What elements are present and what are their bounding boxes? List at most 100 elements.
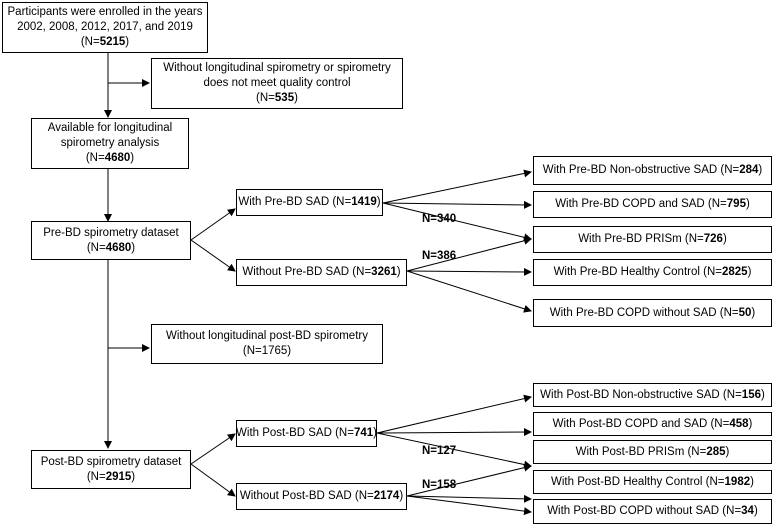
box-line-suffix: ) bbox=[131, 241, 136, 254]
box-post-dataset: Post-BD spirometry dataset (N=2915) bbox=[31, 450, 191, 489]
connector-postnosad-copd bbox=[406, 495, 532, 516]
connector-prenosad-healthy bbox=[406, 267, 532, 276]
label-post-prism-from-nosad: N=158 bbox=[422, 479, 457, 491]
box-pre-healthy-control: With Pre-BD Healthy Control (N=2825) bbox=[533, 259, 772, 286]
box-line-suffix: ) bbox=[758, 164, 763, 176]
box-line-text: With Post-BD PRISm (N= bbox=[575, 445, 707, 458]
box-pre-nonobstructive-sad: With Pre-BD Non-obstructive SAD (N=284) bbox=[533, 156, 772, 185]
box-line: Without longitudinal spirometry or spiro… bbox=[163, 61, 391, 76]
box-line: Available for longitudinal bbox=[48, 121, 172, 136]
box-line: With Post-BD SAD (N=741) bbox=[236, 426, 377, 441]
box-line: does not meet quality control bbox=[203, 76, 350, 91]
box-count: 2915 bbox=[105, 470, 132, 483]
box-line-text: With Post-BD COPD and SAD (N= bbox=[552, 417, 730, 430]
box-line: With Pre-BD COPD without SAD (N=50) bbox=[550, 306, 755, 321]
box-line-suffix: ) bbox=[130, 152, 135, 164]
box-line-suffix: ) bbox=[294, 92, 298, 104]
box-post-no-sad: Without Post-BD SAD (N=2174) bbox=[236, 483, 407, 510]
box-line: Without Pre-BD SAD (N=3261) bbox=[242, 265, 400, 280]
box-line-text: With Post-BD SAD (N= bbox=[236, 427, 354, 439]
box-line-text: With Pre-BD PRISm (N= bbox=[578, 233, 704, 245]
box-pre-dataset: Pre-BD spirometry dataset(N=4680) bbox=[31, 221, 191, 260]
box-line-text: (N= bbox=[256, 92, 275, 104]
box-line-suffix: ) bbox=[722, 233, 727, 245]
connector-postsad-copdsad bbox=[376, 428, 532, 437]
box-line: (N=2915) bbox=[87, 470, 135, 485]
box-post-prism: With Post-BD PRISm (N=285) bbox=[533, 440, 772, 464]
box-line-suffix: ) bbox=[745, 198, 750, 210]
box-line-suffix: ) bbox=[131, 470, 136, 483]
box-count: 795 bbox=[726, 198, 746, 210]
box-line-suffix: ) bbox=[399, 490, 404, 502]
box-line-suffix: ) bbox=[396, 266, 401, 278]
box-line-suffix: ) bbox=[747, 266, 752, 278]
box-line-text: 2002, 2008, 2012, 2017, and 2019 bbox=[17, 21, 193, 33]
box-count: 4680 bbox=[104, 152, 131, 164]
box-line: Post-BD spirometry dataset bbox=[41, 455, 182, 470]
box-post-nonobstructive-sad: With Post-BD Non-obstructive SAD (N=156) bbox=[533, 383, 772, 407]
box-pre-no-sad: Without Pre-BD SAD (N=3261) bbox=[236, 259, 407, 286]
box-line-suffix: ) bbox=[753, 505, 758, 517]
label-pre-prism-from-sad: N=340 bbox=[422, 213, 457, 225]
box-line-suffix: ) bbox=[748, 417, 753, 430]
box-line-suffix: ) bbox=[373, 427, 377, 439]
box-line: (N=4680) bbox=[86, 151, 134, 166]
box-line: (N=535) bbox=[256, 91, 298, 106]
box-line-text: With Post-BD Non-obstructive SAD (N= bbox=[540, 388, 742, 401]
box-count: 2174 bbox=[373, 490, 400, 502]
box-line: With Pre-BD PRISm (N=726) bbox=[578, 232, 727, 247]
box-post-healthy-control: With Post-BD Healthy Control (N=1982) bbox=[533, 470, 772, 494]
label-pre-prism-from-nosad: N=386 bbox=[422, 250, 457, 262]
box-line-suffix: ) bbox=[760, 388, 765, 401]
box-pre-prism: With Pre-BD PRISm (N=726) bbox=[533, 226, 772, 253]
box-line-text: Without Post-BD SAD (N= bbox=[239, 490, 374, 502]
box-line-text: (N= bbox=[85, 152, 105, 164]
box-line-text: Pre-BD spirometry dataset bbox=[43, 226, 179, 239]
box-line: With Post-BD COPD without SAD (N=34) bbox=[547, 504, 758, 519]
box-line-text: With Pre-BD Healthy Control (N= bbox=[553, 266, 722, 278]
box-excluded-post-bd: Without longitudinal post-BD spirometry (… bbox=[151, 324, 383, 364]
connector-post-to-sad bbox=[190, 433, 236, 465]
connector-presad-nonobs bbox=[382, 169, 532, 204]
box-line: (N=5215) bbox=[81, 35, 129, 50]
box-line-suffix: ) bbox=[376, 196, 381, 208]
box-post-sad: With Post-BD SAD (N=741) bbox=[236, 420, 377, 447]
connector-prenosad-prism bbox=[406, 236, 532, 272]
box-count: 5215 bbox=[99, 36, 126, 48]
box-line-text: (N= bbox=[86, 470, 106, 483]
box-line: With Post-BD PRISm (N=285) bbox=[576, 445, 730, 460]
box-line-suffix: ) bbox=[750, 475, 754, 488]
box-count: 1982 bbox=[724, 475, 751, 488]
box-line-suffix: ) bbox=[125, 36, 130, 48]
box-post-copd-and-sad: With Post-BD COPD and SAD (N=458) bbox=[533, 412, 772, 436]
box-line: With Pre-BD Non-obstructive SAD (N=284) bbox=[543, 163, 763, 178]
connector-postsad-prism bbox=[376, 432, 532, 469]
box-line-text: With Post-BD Healthy Control (N= bbox=[551, 475, 725, 488]
box-count: 156 bbox=[741, 388, 761, 401]
box-count: 34 bbox=[741, 505, 754, 517]
box-line-text: Post-BD spirometry dataset bbox=[40, 455, 182, 468]
box-line-text: Without Pre-BD SAD (N= bbox=[242, 266, 372, 278]
connector-postnosad-prism bbox=[406, 463, 532, 497]
box-excluded-quality-control: Without longitudinal spirometry or spiro… bbox=[151, 58, 403, 109]
box-line-text: With Post-BD COPD without SAD (N= bbox=[547, 505, 742, 517]
box-line-text: Without longitudinal post-BD spirometry bbox=[166, 330, 368, 342]
box-line: With Post-BD Non-obstructive SAD (N=156) bbox=[540, 388, 765, 403]
box-pre-sad: With Pre-BD SAD (N=1419) bbox=[236, 189, 383, 216]
box-post-copd-without-sad-visible: With Post-BD COPD without SAD (N=34) bbox=[533, 499, 772, 524]
box-line-text: With Pre-BD COPD and SAD (N= bbox=[555, 198, 727, 210]
box-line-suffix: ) bbox=[751, 306, 756, 319]
box-line-text: Available for longitudinal bbox=[47, 122, 173, 134]
box-line: Participants were enrolled in the years bbox=[8, 5, 203, 20]
connector-pre-to-sad bbox=[190, 208, 236, 241]
connector-presad-prism bbox=[382, 202, 532, 242]
box-line: Without longitudinal post-BD spirometry bbox=[166, 329, 368, 344]
box-count: 284 bbox=[739, 164, 759, 176]
box-line-suffix: ) bbox=[725, 445, 730, 458]
box-count: 458 bbox=[729, 417, 749, 430]
box-line-text: (N=1765) bbox=[242, 345, 292, 357]
box-line: With Pre-BD Healthy Control (N=2825) bbox=[554, 265, 752, 280]
box-count: 535 bbox=[274, 92, 295, 104]
